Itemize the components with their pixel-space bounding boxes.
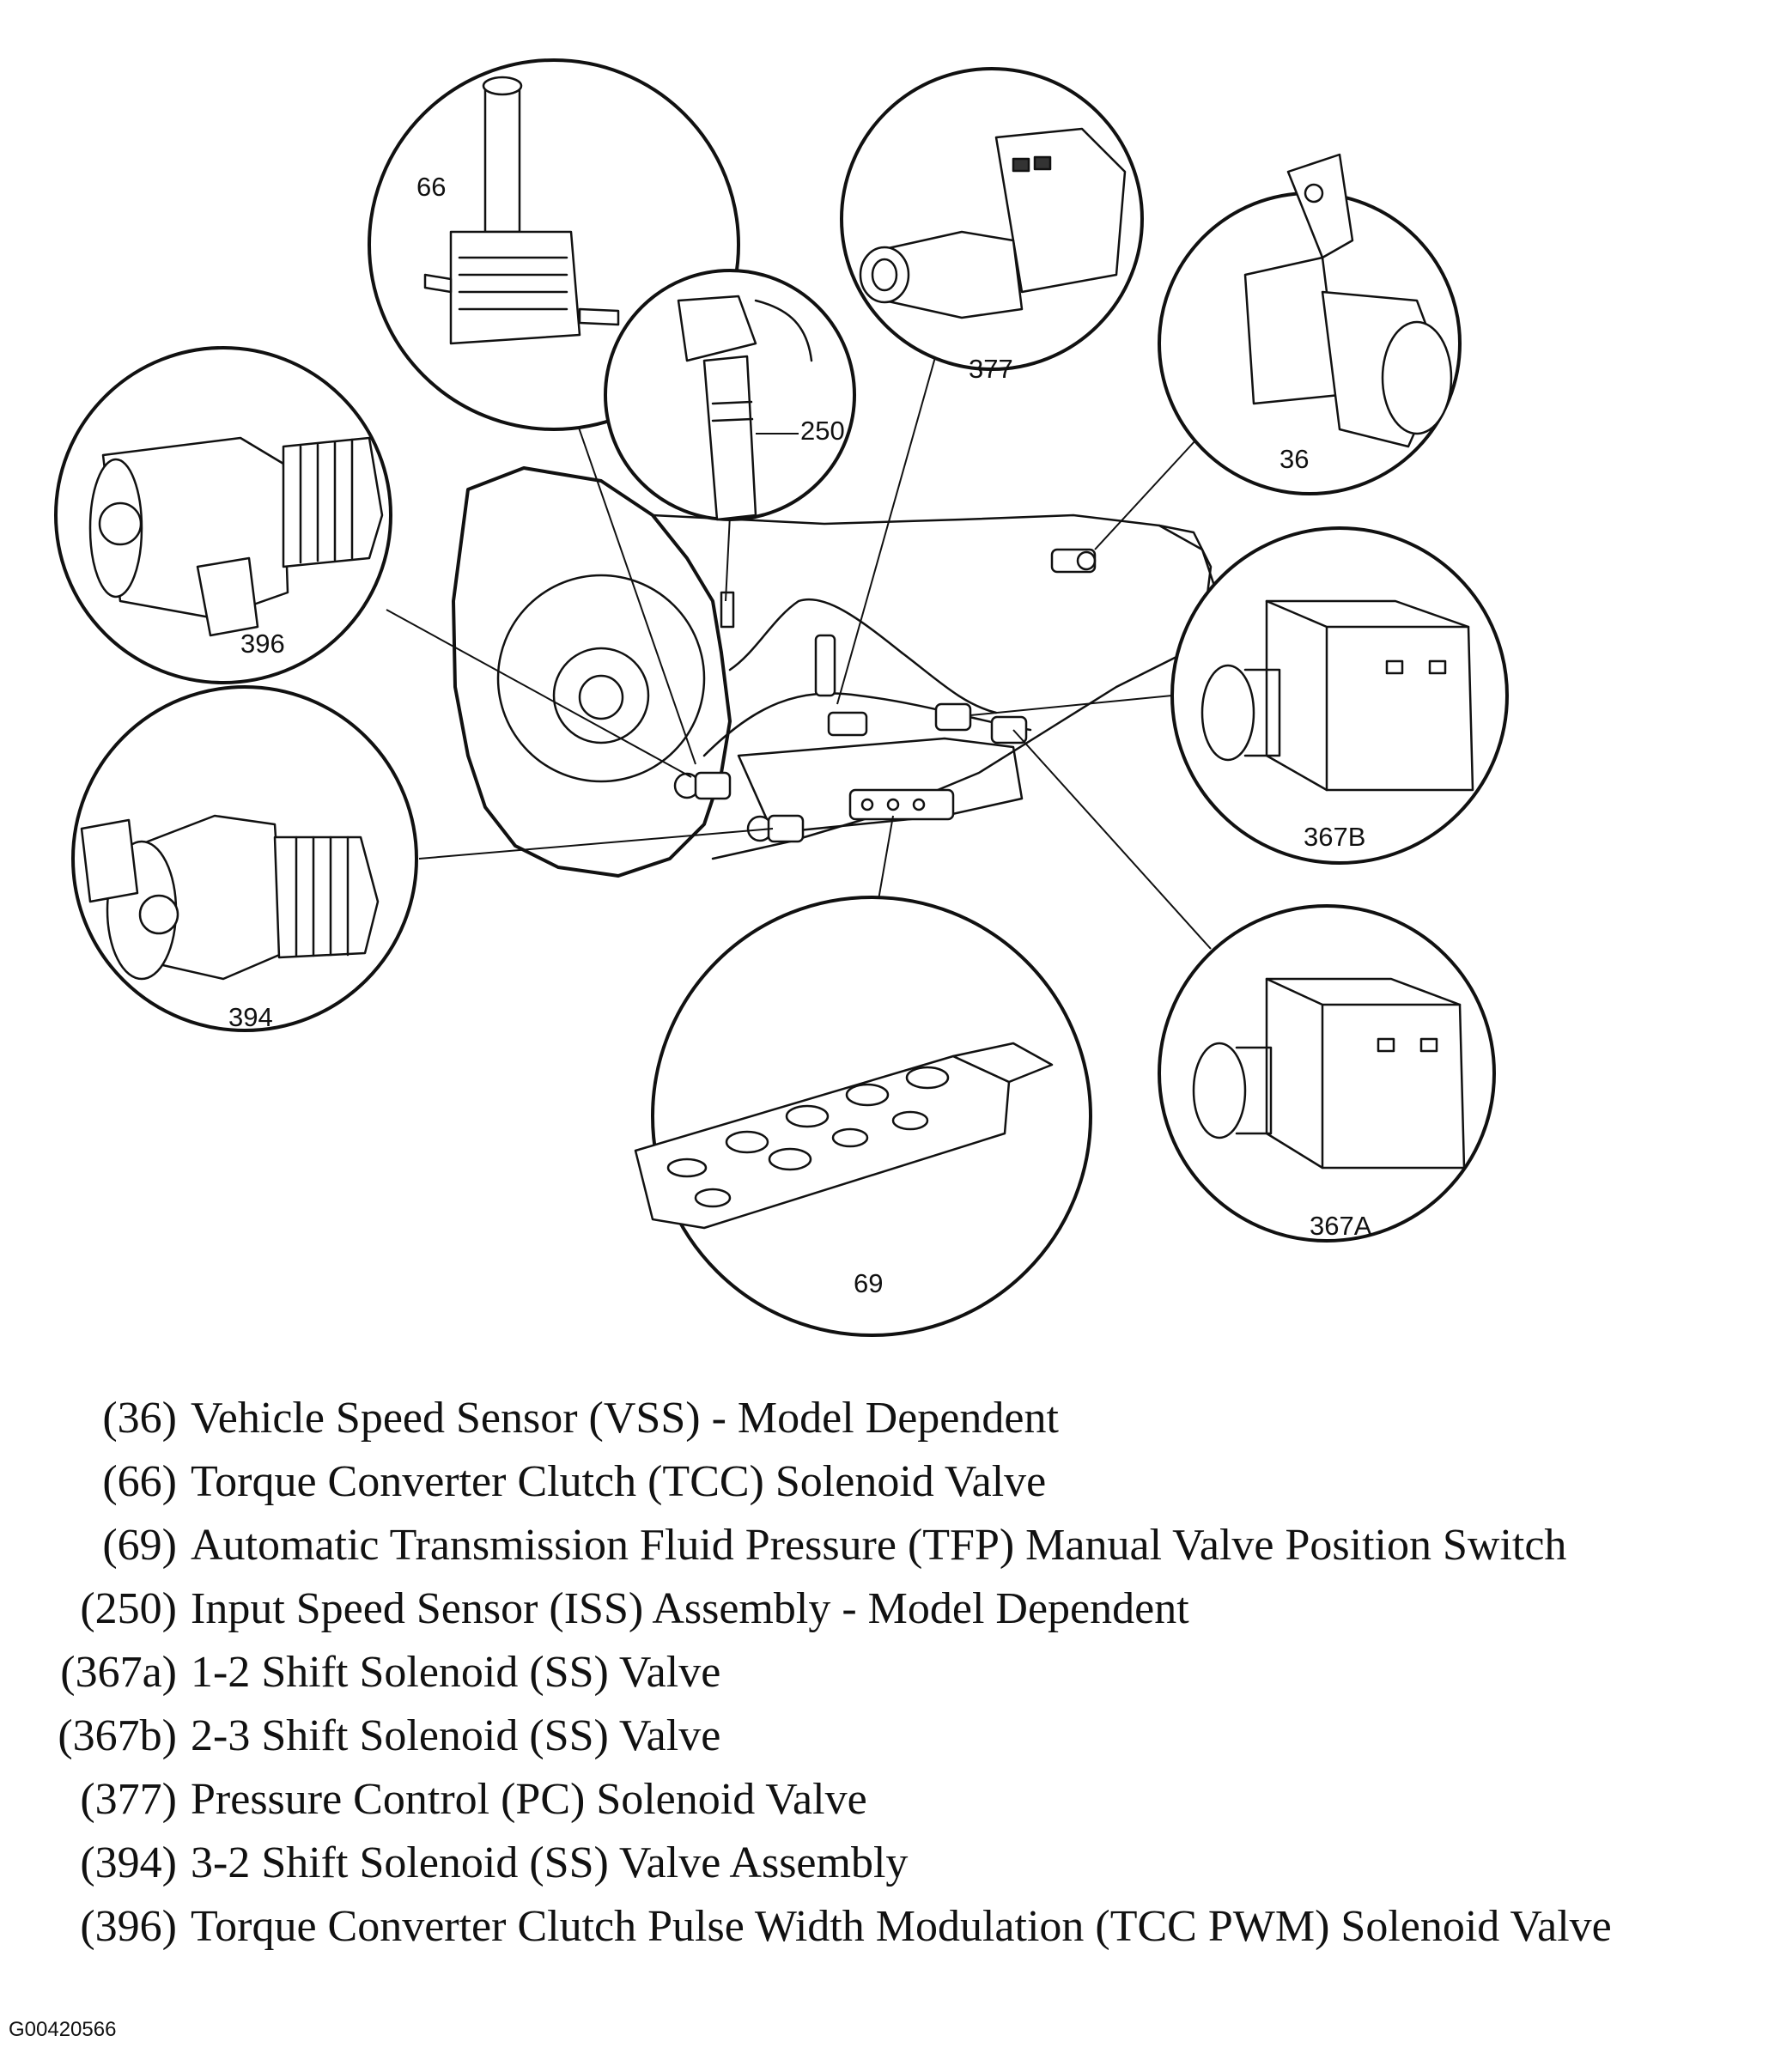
legend-item: (394) 3-2 Shift Solenoid (SS) Valve Assem… xyxy=(34,1832,1769,1895)
legend-text: Torque Converter Clutch (TCC) Solenoid V… xyxy=(191,1457,1047,1506)
legend-code: (367b) xyxy=(58,1711,177,1760)
legend-text: Torque Converter Clutch Pulse Width Modu… xyxy=(191,1902,1612,1951)
callout-number-250: 250 xyxy=(800,416,845,446)
legend-item: (367b) 2-3 Shift Solenoid (SS) Valve xyxy=(34,1704,1769,1768)
legend-code: (377) xyxy=(80,1775,177,1824)
legend-item: (69) Automatic Transmission Fluid Pressur… xyxy=(34,1514,1769,1577)
legend-item: (367a) 1-2 Shift Solenoid (SS) Valve xyxy=(34,1641,1769,1704)
callout-69: 69 xyxy=(634,896,1092,1337)
legend-code: (367a) xyxy=(60,1648,177,1697)
legend-code: (69) xyxy=(102,1521,177,1570)
callout-394: 394 xyxy=(71,685,418,1032)
legend-code: (66) xyxy=(102,1457,177,1506)
legend-item: (36) Vehicle Speed Sensor (VSS) - Model D… xyxy=(34,1387,1769,1450)
legend-text: Pressure Control (PC) Solenoid Valve xyxy=(191,1775,867,1824)
legend-item: (66) Torque Converter Clutch (TCC) Soleno… xyxy=(34,1450,1769,1514)
legend-item: (250) Input Speed Sensor (ISS) Assembly -… xyxy=(34,1577,1769,1641)
legend-code: (396) xyxy=(80,1902,177,1951)
component-legend: (36) Vehicle Speed Sensor (VSS) - Model D… xyxy=(34,1387,1769,1959)
callout-number-69: 69 xyxy=(854,1268,883,1298)
legend-text: Vehicle Speed Sensor (VSS) - Model Depen… xyxy=(191,1394,1059,1443)
callout-250: 250 xyxy=(604,269,856,521)
legend-text: 1-2 Shift Solenoid (SS) Valve xyxy=(191,1648,721,1697)
callout-number-396: 396 xyxy=(240,629,285,659)
legend-text: 2-3 Shift Solenoid (SS) Valve xyxy=(191,1711,721,1760)
callout-number-367B: 367B xyxy=(1304,822,1365,852)
legend-item: (377) Pressure Control (PC) Solenoid Valv… xyxy=(34,1768,1769,1832)
callout-number-36: 36 xyxy=(1279,444,1309,474)
legend-code: (36) xyxy=(102,1394,177,1443)
callout-36: 36 xyxy=(1158,153,1462,495)
legend-code: (250) xyxy=(80,1584,177,1633)
callout-number-394: 394 xyxy=(228,1002,273,1032)
callout-367b: 367B xyxy=(1170,526,1509,865)
callout-number-367A: 367A xyxy=(1310,1211,1372,1241)
legend-text: 3-2 Shift Solenoid (SS) Valve Assembly xyxy=(191,1838,909,1887)
callout-396: 396 xyxy=(54,346,392,684)
legend-text: Input Speed Sensor (ISS) Assembly - Mode… xyxy=(191,1584,1189,1633)
transmission-assembly xyxy=(452,466,1221,878)
legend-text: Automatic Transmission Fluid Pressure (T… xyxy=(191,1521,1567,1570)
callout-367a: 367A xyxy=(1158,904,1496,1243)
legend-code: (394) xyxy=(80,1838,177,1887)
legend-item: (396) Torque Converter Clutch Pulse Width… xyxy=(34,1895,1769,1959)
callout-number-66: 66 xyxy=(416,172,446,202)
figure-id: G00420566 xyxy=(9,2018,117,2041)
callout-number-377: 377 xyxy=(969,354,1013,384)
callout-377: 377 xyxy=(840,67,1144,384)
transmission-component-diagram: 66 250 377 36 xyxy=(54,58,1509,1337)
